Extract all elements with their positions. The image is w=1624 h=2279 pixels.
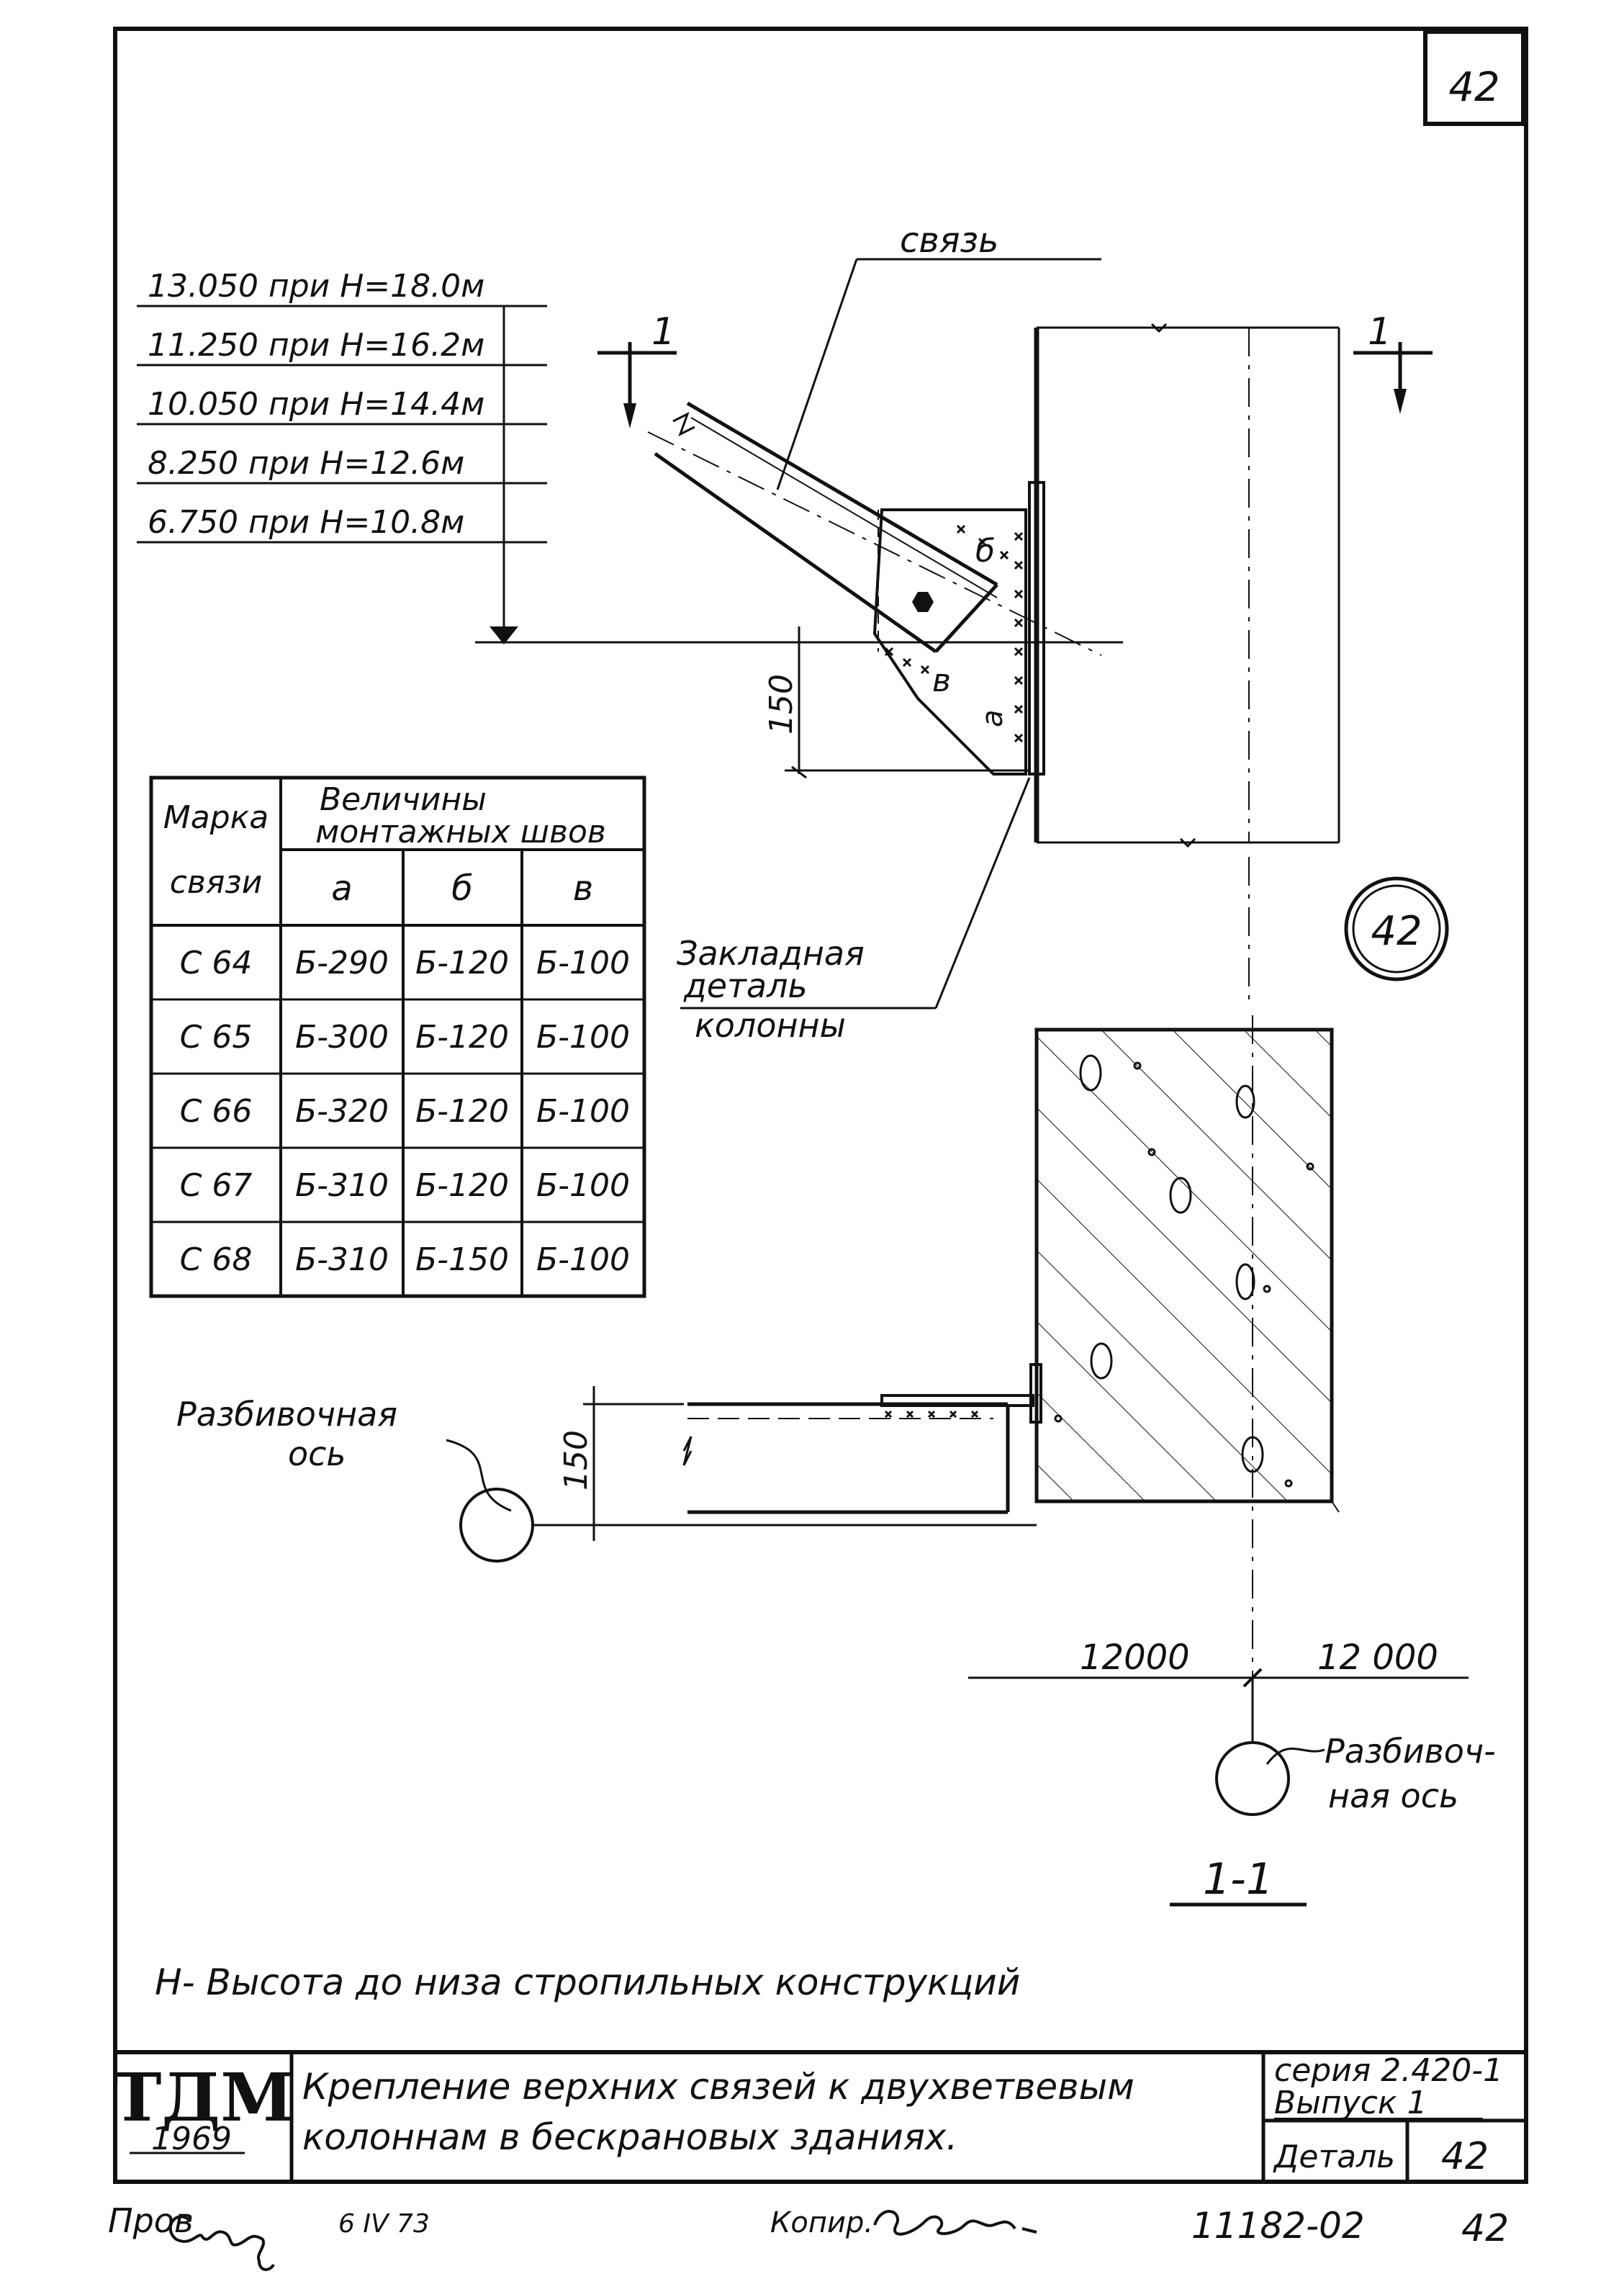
embedded-part-label-3: колонны: [695, 1006, 846, 1045]
copier-signature: [873, 2210, 1037, 2236]
elevation-3: 10.050 при H=14.4м: [148, 386, 484, 423]
table-col-a: а: [331, 868, 352, 909]
table-cell: Б-100: [536, 1241, 630, 1278]
sheet-number: 42: [1448, 64, 1499, 111]
table-row: С 68 Б-310 Б-150 Б-100: [180, 1241, 630, 1278]
weld-label-v: в: [932, 662, 951, 699]
title-line-2: колоннам в бескрановых зданиях.: [302, 2116, 957, 2158]
axis-left-label-1: Разбивочная: [176, 1395, 397, 1434]
table-cell: Б-320: [295, 1093, 389, 1130]
table-cell: С 67: [180, 1167, 253, 1204]
axis-right-label-1: Разбивоч-: [1325, 1732, 1496, 1771]
sheet-frame: [113, 27, 1528, 2184]
axis-right-label-2: ная ось: [1328, 1776, 1458, 1815]
table-cell: Б-100: [536, 945, 630, 981]
table-header-mark-1: Марка: [163, 799, 269, 836]
section-cut-left-label: 1: [651, 310, 675, 354]
axis-left: Разбивочная ось: [176, 1395, 534, 1563]
checker-signature: [168, 2215, 275, 2271]
embedded-part-label-1: Закладная: [677, 934, 865, 973]
checked-label: Пров: [108, 2201, 194, 2240]
table-cell: Б-120: [415, 1093, 509, 1130]
footer-page: 42: [1461, 2207, 1509, 2250]
issue-label: Выпуск 1: [1274, 2085, 1427, 2121]
elevation-1: 13.050 при H=18.0м: [148, 268, 484, 305]
dimension-upper-value: 150: [763, 674, 800, 734]
detail-number: 42: [1441, 2135, 1489, 2178]
bolt-symbol: [912, 592, 934, 612]
detail-callout: 42: [1344, 876, 1449, 981]
section-cut-right-label: 1: [1368, 310, 1391, 354]
table-cell: С 66: [180, 1093, 253, 1130]
sheet-number-box: 42: [1423, 30, 1525, 126]
table-cell: Б-290: [295, 945, 389, 981]
table-col-b: б: [451, 868, 473, 909]
elevation-marks: 13.050 при H=18.0м 11.250 при H=16.2м 10…: [137, 268, 1123, 644]
table-cell: Б-100: [536, 1167, 630, 1204]
axis-right: Разбивоч- ная ось: [1215, 1732, 1496, 1816]
table-cell: Б-120: [415, 1167, 509, 1204]
table-cell: Б-300: [295, 1019, 389, 1056]
table-cell: Б-310: [295, 1241, 389, 1278]
table-header-mark-2: связи: [170, 864, 263, 901]
title-year: 1969: [151, 2121, 232, 2157]
table-cell: С 64: [180, 945, 253, 981]
weld-label-b: б: [975, 533, 995, 570]
table-cell: Б-120: [415, 945, 509, 981]
elevation-2: 11.250 при H=16.2м: [148, 327, 484, 364]
column-section: [1034, 1028, 1334, 1503]
level-triangle: [490, 626, 518, 644]
weld-table: Марка связи Величины монтажных швов а б …: [149, 776, 646, 1298]
table-cell: Б-310: [295, 1167, 389, 1204]
table-row: С 66 Б-320 Б-120 Б-100: [180, 1093, 630, 1130]
beam-section: [682, 1363, 1042, 1514]
weld-label-a: а: [976, 709, 1009, 727]
table-header-group-1: Величины: [320, 781, 487, 818]
upper-detail: б в а связь 1 1 150 За: [597, 220, 1449, 1045]
table-row: С 64 Б-290 Б-120 Б-100: [180, 945, 630, 981]
doc-number: 11182-02: [1191, 2205, 1365, 2247]
section-1-1: 150 Разбивочная ось 12000 12 000 Разбиво…: [176, 1015, 1496, 1907]
table-cell: Б-100: [536, 1093, 630, 1130]
copied-label: Копир.: [770, 2206, 873, 2239]
brace-member: [647, 401, 1102, 656]
title-line-1: Крепление верхних связей к двухветвевым: [302, 2066, 1134, 2108]
brace-label: связь: [900, 220, 998, 261]
dimension-upper: 150: [763, 626, 1029, 779]
dimension-lower-value: 150: [558, 1430, 595, 1491]
elevation-4: 8.250 при H=12.6м: [148, 445, 464, 482]
axis-left-label-2: ось: [288, 1434, 346, 1473]
section-cut-left: 1: [597, 310, 677, 428]
table-cell: С 68: [180, 1241, 253, 1278]
span-right: 12 000: [1317, 1637, 1438, 1678]
span-dimensions: 12000 12 000: [968, 1637, 1469, 1743]
org-logo: ТДМ: [112, 2059, 294, 2136]
table-row: С 65 Б-300 Б-120 Б-100: [180, 1019, 630, 1056]
title-block: ТДМ 1969 Крепление верхних связей к двух…: [112, 2050, 1526, 2182]
weld-marks: [884, 524, 1024, 743]
detail-callout-number: 42: [1371, 908, 1422, 955]
elevation-5: 6.750 при H=10.8м: [148, 504, 464, 541]
span-left: 12000: [1080, 1637, 1190, 1678]
embedded-part-label-2: деталь: [683, 966, 808, 1005]
detail-label: Деталь: [1273, 2139, 1395, 2175]
section-cut-right: 1: [1353, 310, 1433, 414]
section-title: 1-1: [1203, 1854, 1273, 1905]
table-cell: С 65: [180, 1019, 253, 1056]
footer: Пров 6 IV 73 Копир. 11182-02 42: [108, 2201, 1509, 2271]
table-cell: Б-150: [415, 1241, 509, 1278]
table-cell: Б-120: [415, 1019, 509, 1056]
table-header-group-2: монтажных швов: [315, 814, 606, 850]
series-label: серия 2.420-1: [1274, 2052, 1503, 2089]
check-date: 6 IV 73: [338, 2209, 430, 2239]
table-cell: Б-100: [536, 1019, 630, 1056]
height-note: H- Высота до низа стропильных конструкци…: [155, 1961, 1020, 2003]
table-col-v: в: [573, 868, 593, 909]
gusset-plate: [872, 508, 1027, 776]
dimension-lower: 150: [533, 1386, 1037, 1541]
table-row: С 67 Б-310 Б-120 Б-100: [180, 1167, 630, 1204]
